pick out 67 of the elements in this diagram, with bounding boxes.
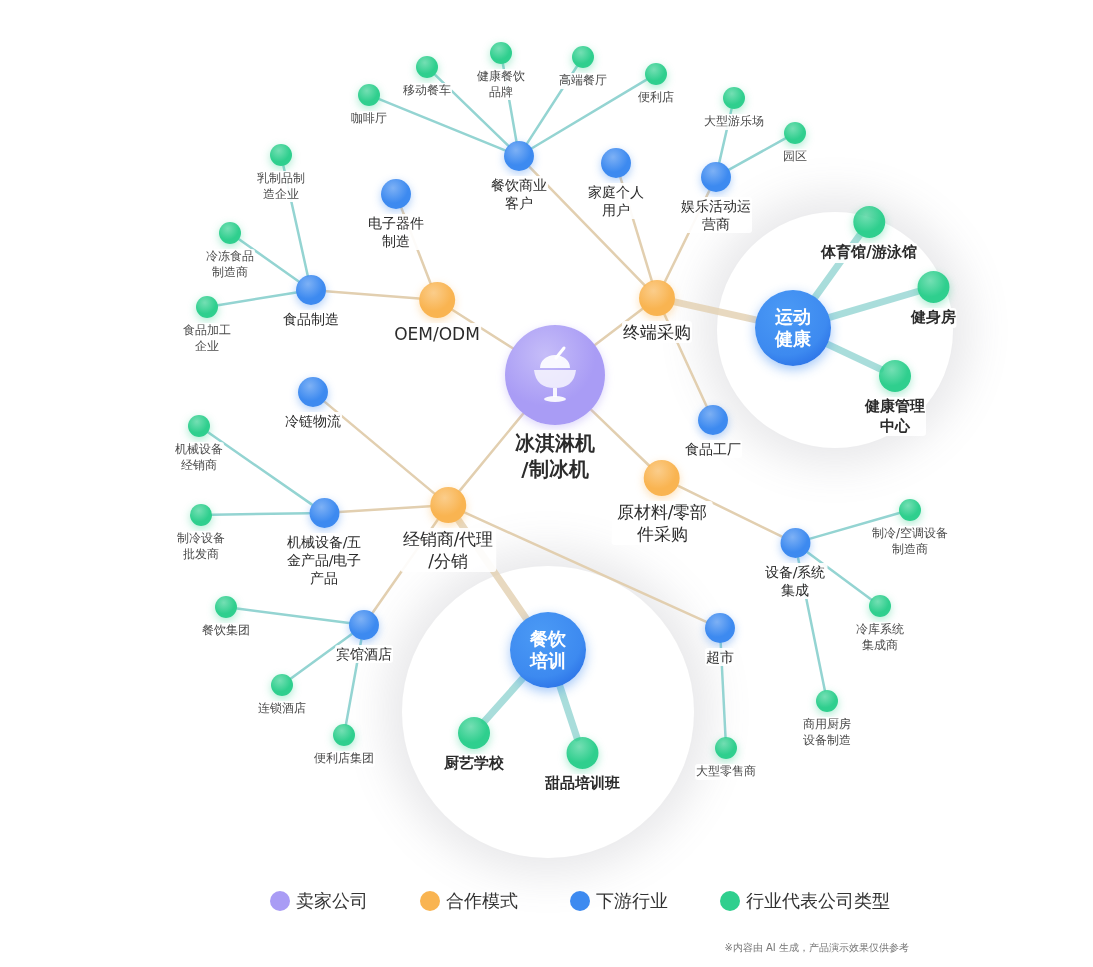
node-label: 乳制品制造企业 — [256, 171, 306, 203]
connector-line — [323, 400, 436, 495]
node-label: 健康管理中心 — [864, 397, 926, 436]
node-label: 电子器件制造 — [367, 214, 425, 251]
connector-line — [235, 607, 351, 625]
connector-line — [377, 97, 507, 152]
connector-line — [337, 504, 432, 514]
connector-line — [676, 484, 783, 538]
legend-text: 卖家公司 — [296, 889, 368, 913]
node-label: 食品工厂 — [684, 440, 742, 459]
node-label: 冷库系统集成商 — [855, 622, 905, 654]
connector-line — [324, 289, 421, 300]
node-label: 咖啡厅 — [350, 111, 388, 127]
connector-line — [458, 412, 525, 493]
connector-line — [593, 307, 644, 347]
node-label: 终端采购 — [622, 321, 692, 344]
connector-line — [237, 238, 300, 283]
connector-line — [805, 550, 873, 601]
node-label: 甜品培训班 — [543, 774, 621, 794]
connector-line — [528, 165, 646, 287]
node-label: 运动健康 — [774, 305, 812, 351]
legend-text: 合作模式 — [446, 889, 518, 913]
node-label: 冷链物流 — [284, 412, 342, 431]
connector-line — [450, 308, 515, 350]
node-label: 体育馆/游泳馆 — [820, 243, 918, 263]
connector-line — [481, 674, 527, 725]
node-label: 食品制造 — [282, 310, 340, 329]
node-label: 园区 — [782, 149, 808, 165]
node-label: 便利店集团 — [313, 751, 375, 767]
connector-line — [826, 288, 922, 321]
legend-text: 下游行业 — [596, 889, 668, 913]
node-label: 餐饮商业客户 — [490, 176, 548, 213]
node-label: 娱乐活动运营商 — [680, 197, 752, 234]
node-label: 厨艺学校 — [443, 754, 505, 774]
connector-line — [589, 408, 651, 467]
node-label: 便利店 — [637, 90, 675, 106]
node-label: 经销商/代理/分销 — [400, 528, 496, 573]
node-label: 设备/系统集成 — [762, 563, 828, 600]
node-label: 家庭个人用户 — [587, 183, 645, 220]
node-label: 健康餐饮品牌 — [476, 69, 526, 101]
connector-line — [206, 431, 313, 506]
connector-line — [808, 511, 901, 541]
node-label: 制冷/空调设备制造商 — [870, 526, 950, 558]
connector-line — [289, 632, 354, 680]
node-label: 商用厨房设备制造 — [802, 717, 852, 749]
node-label: 冷冻食品制造商 — [205, 249, 255, 281]
connector-line — [216, 291, 298, 307]
node-label: 餐饮培训 — [529, 627, 567, 673]
node-label: 大型游乐场 — [703, 114, 765, 130]
node-label: 移动餐车 — [402, 83, 452, 99]
node-label: 宾馆酒店 — [335, 645, 393, 664]
node-label: 制冷设备批发商 — [176, 531, 226, 563]
connector-line — [210, 511, 311, 517]
connector-line — [727, 137, 787, 171]
node-label: 机械设备/五金产品/电子产品 — [284, 533, 364, 588]
connector-line — [530, 78, 648, 150]
node-label: 连锁酒店 — [257, 701, 307, 717]
legend-text: 行业代表公司类型 — [746, 889, 890, 913]
node-label: 大型零售商 — [695, 764, 757, 780]
node-label: 超市 — [705, 648, 735, 667]
connector-line — [433, 73, 510, 147]
node-label: 高端餐厅 — [558, 73, 608, 89]
disclaimer-note: ※内容由 AI 生成，产品演示效果仅供参考 — [724, 941, 909, 955]
connector-line — [463, 511, 708, 624]
node-label: 餐饮集团 — [201, 623, 251, 639]
node-label: 健身房 — [909, 308, 957, 328]
node-label: 机械设备经销商 — [174, 442, 224, 474]
